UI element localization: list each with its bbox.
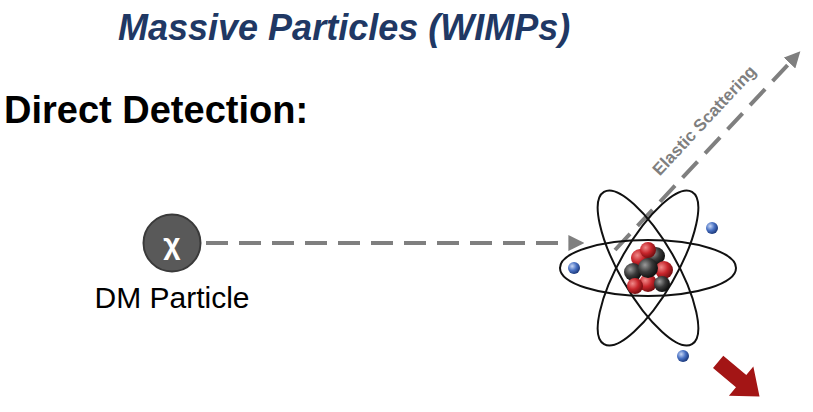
electrons [568, 222, 718, 362]
incoming-track [206, 241, 578, 245]
particle-circle: χDM Particle [142, 213, 202, 273]
nucleus [624, 242, 673, 294]
scattered-track [615, 56, 796, 250]
recoil-arrow [706, 347, 772, 411]
subtitle-text: Massive Particles (WIMPs) [118, 6, 570, 49]
section-heading: Direct Detection: [4, 88, 308, 134]
atom-orbits [560, 178, 736, 358]
process-label: Elastic Scattering [649, 62, 761, 180]
particle-caption: DM Particle [94, 281, 249, 314]
particle-symbol: χ [163, 227, 180, 260]
